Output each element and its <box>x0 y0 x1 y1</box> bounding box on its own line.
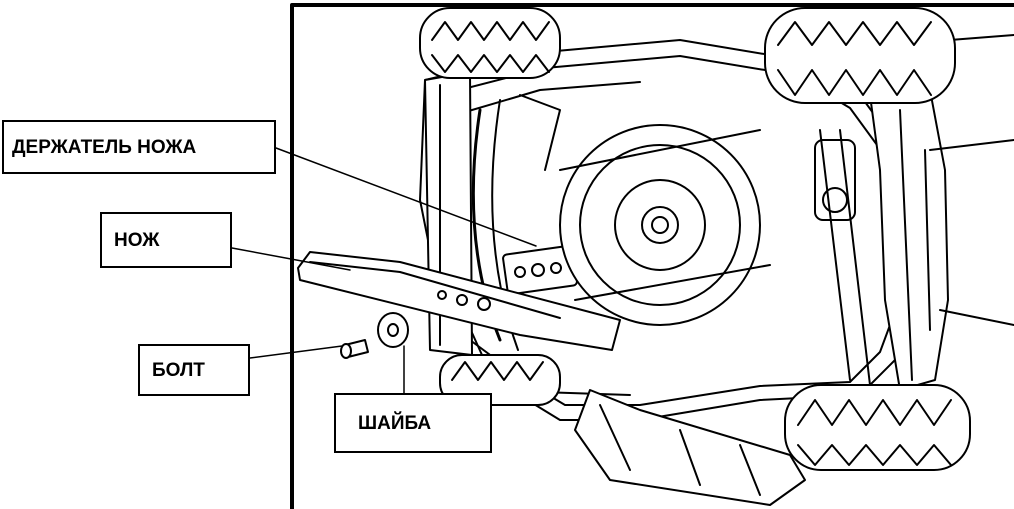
leader-blade-holder <box>275 147 537 247</box>
rear-flap <box>574 389 806 506</box>
label-blade-holder: ДЕРЖАТЕЛЬ НОЖА <box>2 120 276 174</box>
frame-border <box>290 3 1014 509</box>
wheel-bottom-left <box>439 354 561 406</box>
spindle-hub <box>559 124 771 326</box>
washer-graphic <box>377 312 409 348</box>
blade-graphic <box>297 251 621 351</box>
label-blade: НОЖ <box>100 212 232 268</box>
bolt-graphic <box>340 339 369 359</box>
motor-housing <box>799 34 1014 391</box>
label-bolt: БОЛТ <box>138 344 250 396</box>
wheel-bottom-right <box>784 384 971 471</box>
wheel-top-right <box>764 7 956 104</box>
label-washer: ШАЙБА <box>334 393 492 453</box>
leader-blade <box>231 247 351 271</box>
wheel-top-left <box>419 7 561 79</box>
leader-bolt <box>249 345 343 359</box>
blade-holder-graphic <box>471 94 578 351</box>
leader-lines <box>231 147 537 394</box>
